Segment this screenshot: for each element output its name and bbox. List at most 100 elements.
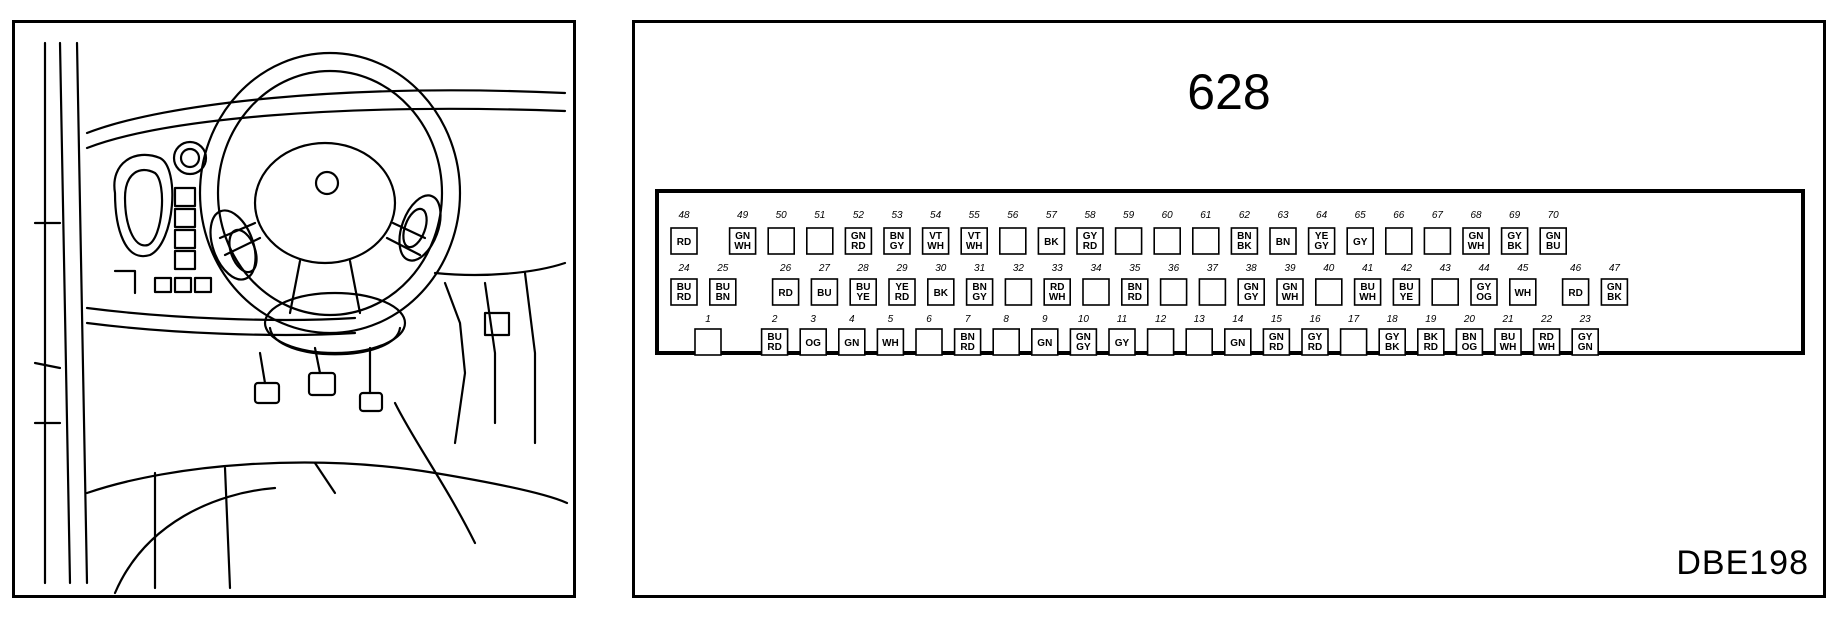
diagram-reference-code: DBE198 [1676, 544, 1809, 582]
wire-color-label: GN [1230, 338, 1245, 349]
pin-cavity [1470, 278, 1498, 306]
wire-color-label: BK [1237, 241, 1252, 252]
pin-number: 55 [969, 210, 981, 221]
pin-number: 14 [1232, 314, 1244, 325]
pin-number: 19 [1425, 314, 1437, 325]
pin-4: 4GN [838, 314, 866, 356]
pin-cavity [1037, 227, 1066, 255]
wire-color-label: WH [1359, 292, 1376, 303]
pin-61: 61 [1191, 210, 1220, 255]
pin-cavity [1108, 328, 1136, 356]
wire-color-label: WH [1514, 288, 1531, 299]
pin-number: 23 [1579, 314, 1592, 325]
wire-color-label: RD [1308, 342, 1322, 353]
wire-color-label: VT [929, 231, 942, 242]
pin-cavity [1346, 227, 1375, 255]
pin-number: 62 [1239, 210, 1251, 221]
pin-number: 49 [737, 210, 749, 221]
pin-number: 2 [771, 314, 778, 325]
wire-color-label: RD [767, 342, 781, 353]
pin-cavity [915, 328, 943, 356]
pin-cavity [960, 227, 989, 255]
pin-number: 42 [1401, 263, 1413, 274]
pin-cavity [760, 328, 789, 356]
pin-number: 36 [1168, 263, 1180, 274]
wire-color-label: GN [1578, 342, 1593, 353]
pin-cavity [1191, 227, 1220, 255]
wire-color-label: GY [1507, 231, 1522, 242]
pin-number: 8 [1003, 314, 1009, 325]
pin-cavity [1069, 328, 1098, 356]
wire-color-label: BN [1237, 231, 1251, 242]
pin-number: 11 [1117, 314, 1127, 325]
pin-cavity [709, 278, 737, 306]
wire-color-label: BU [767, 332, 781, 343]
pin-cavity [876, 328, 905, 356]
wire-color-label: BN [960, 332, 974, 343]
wire-color-label: WH [927, 241, 944, 252]
pin-number: 13 [1194, 314, 1206, 325]
pin-cavity [1269, 227, 1297, 255]
pin-number: 31 [974, 263, 985, 274]
pin-cavity [694, 328, 722, 356]
pin-number: 57 [1046, 210, 1058, 221]
wire-color-label: BK [1044, 237, 1059, 248]
wire-color-label: GY [1477, 282, 1492, 293]
pin-number: 25 [716, 263, 729, 274]
pin-number: 66 [1393, 210, 1405, 221]
pin-number: 40 [1323, 263, 1335, 274]
pin-cavity [1600, 278, 1629, 306]
pin-cavity [1500, 227, 1529, 255]
wire-color-label: GY [1083, 231, 1098, 242]
wire-color-label: RD [851, 241, 865, 252]
pin-43: 43 [1431, 263, 1460, 306]
pin-cavity [1416, 328, 1445, 356]
wire-color-label: RD [677, 237, 691, 248]
pin-number: 60 [1162, 210, 1174, 221]
pin-number: 58 [1084, 210, 1096, 221]
pin-cavity [1223, 328, 1252, 356]
pin-12: 12 [1146, 314, 1175, 356]
pin-cavity [1571, 328, 1600, 356]
pin-cavity [1262, 328, 1291, 356]
pin-number: 29 [895, 263, 908, 274]
pin-cavity [1508, 278, 1537, 306]
wire-color-label: WH [966, 241, 983, 252]
wire-color-label: BN [972, 282, 986, 293]
wire-color-label: OG [1462, 342, 1478, 353]
wire-color-label: GN [1037, 338, 1052, 349]
pin-number: 64 [1316, 210, 1328, 221]
pin-60: 60 [1153, 210, 1182, 255]
pin-cavity [771, 278, 800, 306]
pin-number: 21 [1501, 314, 1513, 325]
pin-number: 50 [776, 210, 788, 221]
pin-cavity [1146, 328, 1175, 356]
wire-color-label: RD [1539, 332, 1553, 343]
pin-cavity [838, 328, 866, 356]
pin-number: 28 [857, 263, 870, 274]
wire-color-label: BU [1501, 332, 1515, 343]
pin-cavity [1462, 227, 1490, 255]
pin-cavity [1339, 328, 1368, 356]
pin-cavity [849, 278, 877, 306]
pin-cavity [1494, 328, 1522, 356]
pin-cavity [1030, 328, 1059, 356]
pin-cavity [1353, 278, 1382, 306]
wire-color-label: RD [960, 342, 974, 353]
